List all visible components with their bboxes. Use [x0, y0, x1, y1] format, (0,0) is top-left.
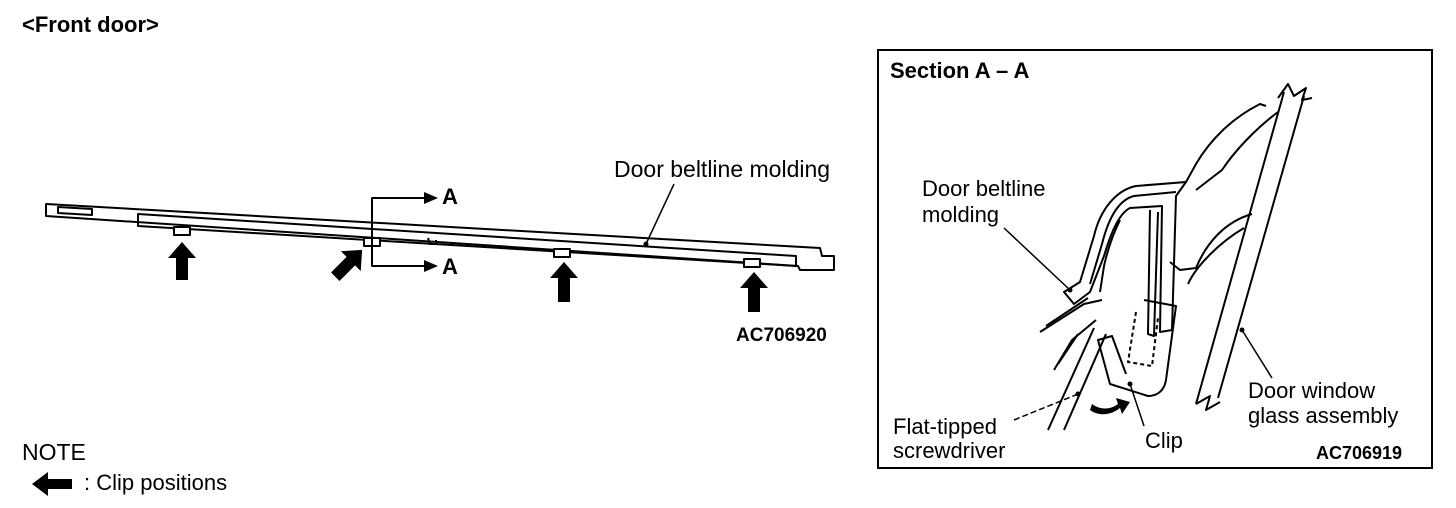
glass-label-1: Door window	[1248, 378, 1376, 403]
flat-tipped-screwdriver	[1047, 327, 1107, 431]
section-frame	[877, 49, 1433, 469]
beltline-molding-drawing	[45, 203, 835, 271]
section-marker-top: A	[442, 184, 458, 209]
section-markers	[1067, 287, 1245, 415]
door-outer-panel	[1169, 103, 1279, 285]
tool-label-1: Flat-tipped	[893, 414, 997, 439]
note-heading: NOTE	[22, 439, 86, 465]
clip-arrows	[32, 242, 768, 496]
tool-label-2: screwdriver	[893, 438, 1006, 463]
section-leaders	[1003, 227, 1273, 427]
molding-section	[1063, 181, 1187, 337]
door-inner-trim	[1039, 297, 1103, 371]
section-arrow-heads	[424, 192, 438, 272]
section-molding-label-2: molding	[922, 202, 1000, 227]
molding-label: Door beltline molding	[614, 156, 831, 182]
front-door-title: <Front door>	[22, 12, 159, 37]
clip-arrow-2	[331, 249, 363, 281]
clip-arrow-1	[168, 242, 196, 280]
clip-arrow-4	[740, 272, 768, 312]
section-marker-bottom: A	[442, 254, 458, 279]
section-title: Section A – A	[890, 58, 1030, 83]
molding-leader	[645, 183, 675, 245]
glass-label-2: glass assembly	[1248, 403, 1399, 428]
rotate-arrow-icon	[1090, 398, 1130, 415]
door-window-glass	[1195, 83, 1313, 411]
legend-text: : Clip positions	[84, 470, 228, 495]
clip-arrow-3	[550, 262, 578, 302]
figure-id-right: AC706919	[1316, 443, 1403, 463]
section-molding-label-1: Door beltline	[922, 176, 1046, 201]
clip-label: Clip	[1145, 428, 1183, 453]
clip-section	[1097, 299, 1177, 397]
section-cut-line	[371, 197, 436, 267]
figure-id-left: AC706920	[736, 325, 827, 346]
section-drawing	[1003, 83, 1313, 431]
legend-arrow-icon	[32, 472, 72, 496]
